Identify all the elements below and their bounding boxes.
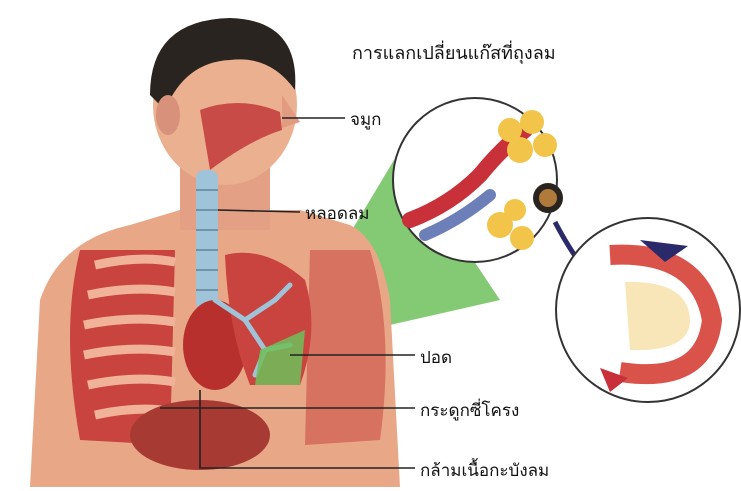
trachea-structure bbox=[196, 170, 218, 310]
label-diaphragm: กล้ามเนื้อกะบังลม bbox=[420, 457, 549, 484]
label-nose: จมูก bbox=[350, 106, 381, 133]
label-lung: ปอด bbox=[420, 344, 452, 371]
label-ribs: กระดูกซี่โครง bbox=[420, 397, 519, 424]
label-trachea: หลอดลม bbox=[305, 200, 370, 227]
diagram-title: การแลกเปลี่ยนแก๊สที่ถุงลม bbox=[352, 38, 556, 67]
ear bbox=[156, 95, 180, 135]
